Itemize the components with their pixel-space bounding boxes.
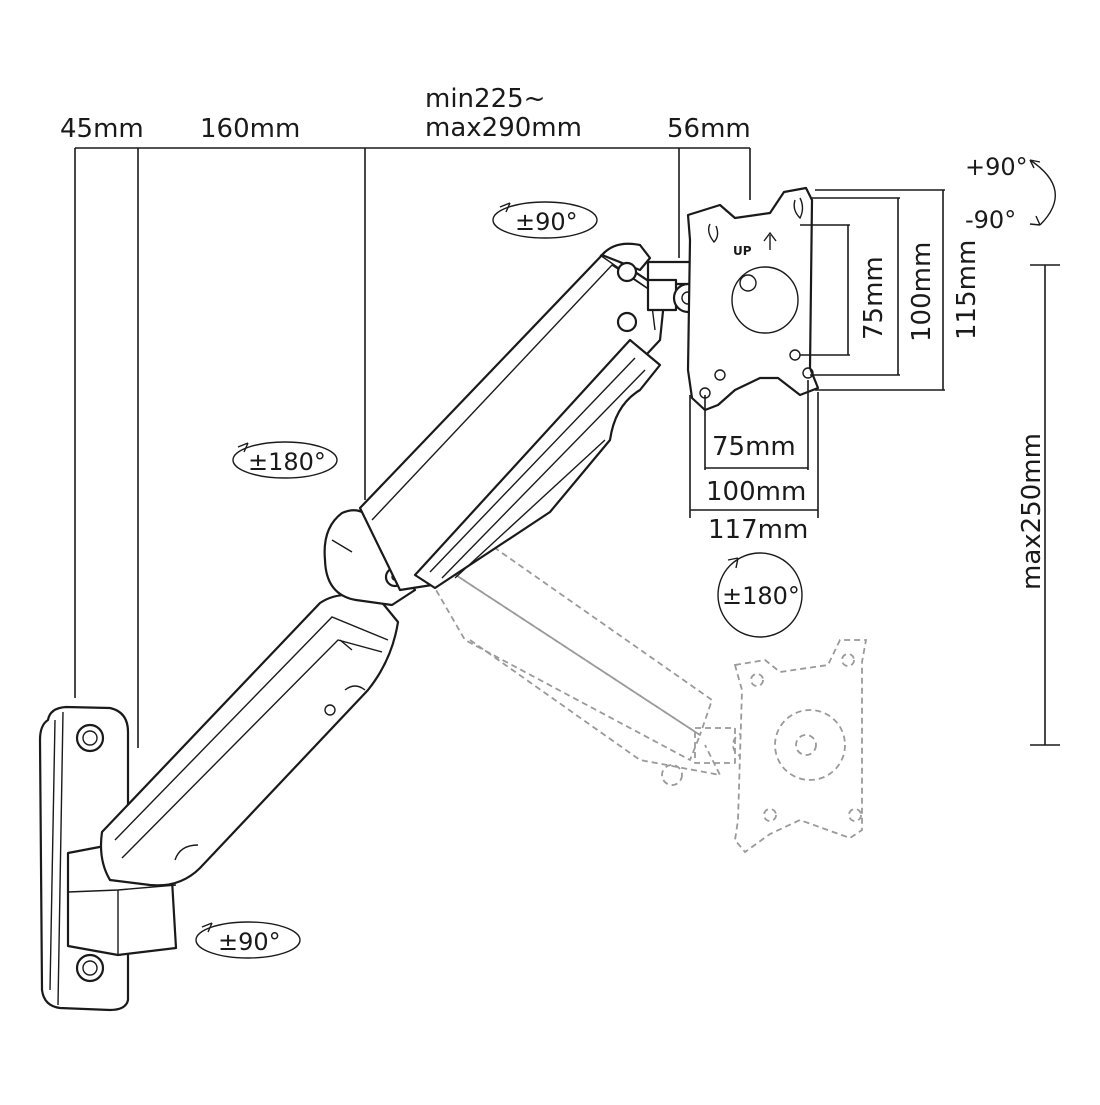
dim-plate-117: 117mm [708,515,808,545]
vesa-vertical-dimensions [800,189,945,391]
rotation-arrow-icon [492,201,598,239]
ghost-vesa-plate [733,639,868,854]
top-dimension-lines [74,147,751,748]
screw-hole-top [75,723,105,753]
dim-160mm: 160mm [200,114,300,144]
rotation-arrow-icon [717,552,803,638]
dim-min225: min225~ [425,84,545,114]
dim-vesa-75-horizontal: 75mm [712,432,796,462]
rotation-arrow-icon [1029,159,1056,226]
dim-max290mm: max290mm [425,113,582,143]
vesa-horizontal-dimensions [689,380,819,518]
lower-arm [99,593,400,887]
dim-45mm: 45mm [60,114,144,144]
upper-arm [358,250,667,592]
screw-hole-bottom [75,953,105,983]
up-arrow-icon [763,231,777,250]
rotation-arrow-icon [232,441,338,479]
rotation-head-swivel: ±90° [515,208,578,236]
rotation-base-swivel: ±90° [218,928,281,956]
dim-56mm: 56mm [667,114,751,144]
rotation-tilt-down: -90° [965,206,1016,234]
vesa-plate: UP [686,186,820,412]
dim-vesa-100-horizontal: 100mm [706,477,806,507]
dim-plate-115: 115mm [952,240,982,340]
dim-vesa-75-vertical: 75mm [859,256,889,340]
plate-up-label: UP [733,244,752,258]
rotation-arrow-icon [195,921,301,959]
rotation-elbow-swivel: ±180° [248,448,326,476]
dim-max250mm: max250mm [1017,433,1047,590]
height-dimension-line [1030,264,1060,746]
dim-vesa-100-vertical: 100mm [907,242,937,342]
rotation-tilt-up: +90° [965,153,1028,181]
rotation-screen: ±180° [722,582,800,610]
